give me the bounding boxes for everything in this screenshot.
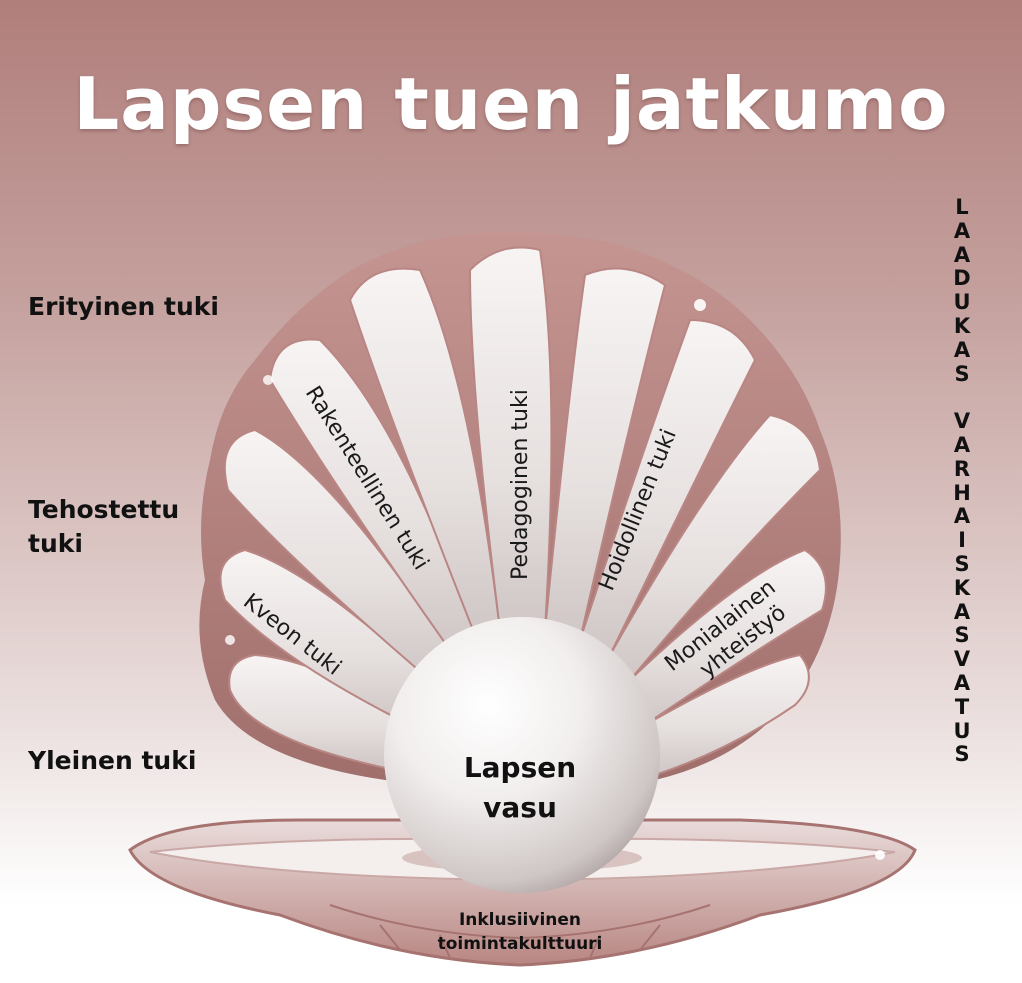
vertical-letter: T [954, 694, 970, 719]
sparkles [225, 299, 885, 860]
vertical-letter: I [958, 528, 966, 553]
level-intensified-line2: tuki [28, 529, 83, 558]
vertical-letter: A [953, 504, 971, 529]
vertical-letter: A [953, 670, 971, 695]
vertical-gap [942, 386, 982, 410]
pearl [384, 617, 660, 893]
vertical-letter: A [953, 218, 971, 243]
upper-shell [199, 231, 841, 780]
pearl-label-line2: vasu [483, 791, 557, 824]
vertical-letter: A [953, 337, 971, 362]
vertical-letter: A [953, 432, 971, 457]
level-intensified: Tehostettu tuki [28, 493, 179, 561]
vertical-letter: S [954, 551, 970, 576]
vertical-letter: S [954, 361, 970, 386]
base-label: Inklusiivinen toimintakulttuuri [400, 908, 640, 956]
vertical-letter: V [953, 647, 971, 672]
pearl-label: Lapsen vasu [440, 748, 600, 828]
level-intensified-line1: Tehostettu [28, 495, 180, 524]
page-title: Lapsen tuen jatkumo [73, 62, 949, 146]
vertical-letter: H [953, 480, 971, 505]
vertical-letter: D [953, 266, 971, 291]
vertical-letter: K [953, 313, 971, 338]
vertical-letter: A [953, 242, 971, 267]
vertical-letter: V [953, 409, 971, 434]
vertical-letter: S [954, 623, 970, 648]
level-special: Erityinen tuki [28, 292, 219, 321]
level-general: Yleinen tuki [28, 746, 197, 775]
vertical-text: L A A D U K A S V A R H A I S K A S V A … [942, 195, 982, 767]
vertical-letter: R [953, 456, 971, 481]
vertical-letter: S [954, 742, 970, 767]
vertical-letter: U [953, 290, 971, 315]
base-label-line1: Inklusiivinen [458, 910, 582, 930]
ray-label-pedagogical: Pedagoginen tuki [508, 389, 533, 580]
vertical-letter: L [955, 195, 969, 219]
vertical-letter: K [953, 575, 971, 600]
base-label-line2: toimintakulttuuri [437, 934, 603, 954]
vertical-letter: U [953, 718, 971, 743]
pearl-label-line1: Lapsen [463, 751, 577, 784]
vertical-letter: A [953, 599, 971, 624]
